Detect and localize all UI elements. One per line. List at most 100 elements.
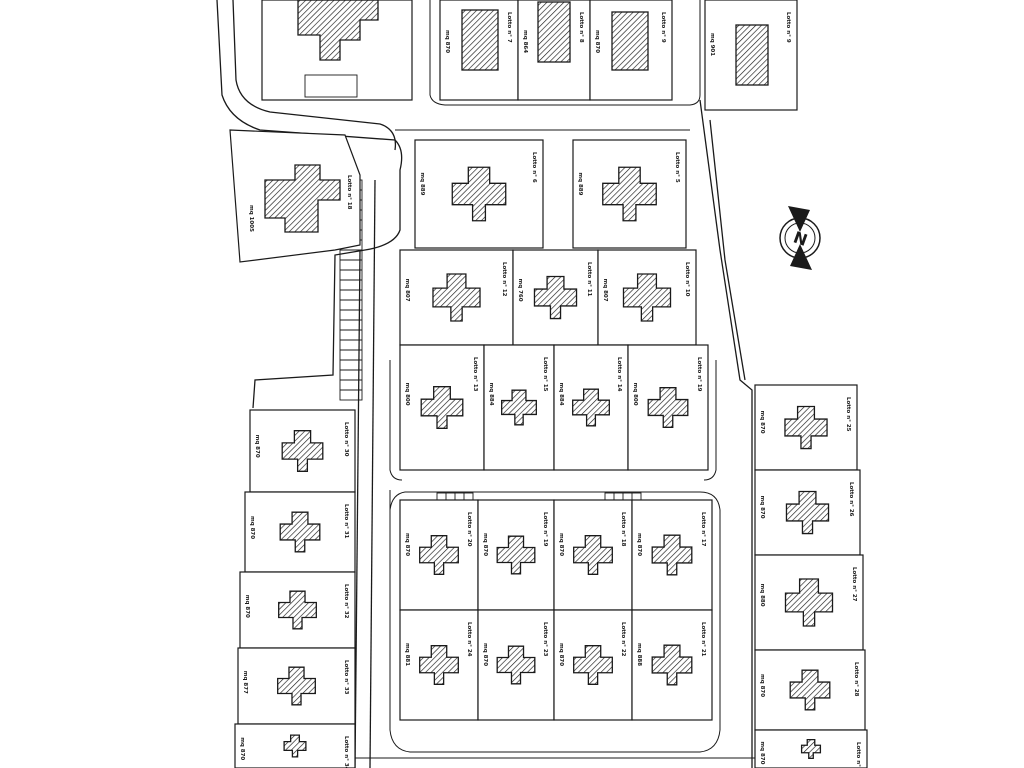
lot-31-label: Lotto n° 31 [343,504,349,539]
lot-24-area: mq 881 [404,643,410,666]
lot-8: Lotto n° 8 mq 864 [517,0,591,101]
lot-34-label: Lotto n° 34 [343,736,349,768]
lot-18-area: mq 1005 [248,205,254,232]
lot-27: Lotto n° 27 mq 880 [754,554,864,651]
lot-18: Lotto n° 18 mq 870 [553,499,633,611]
lot-13-area: mq 800 [404,383,410,406]
lot-18-house [573,535,613,575]
lot-5-house [602,166,657,222]
lot-27-label: Lotto n° 27 [851,567,857,602]
lot-24-house [419,645,459,685]
lot-18-large: mq 1005 Lotto n° 18 [229,129,361,263]
lot-14-label: Lotto n° 14 [616,357,622,392]
lot-22-area: mq 870 [558,643,564,666]
lot-7-area: mq 870 [444,30,450,53]
lot-9a-label: Lotto n° 9 [660,12,666,43]
lot-8-area: mq 864 [522,30,528,53]
lot-6: Lotto n° 6 mq 889 [414,139,544,249]
lot-32-house [278,590,317,630]
lot-10-label: Lotto n° 10 [684,262,690,297]
lot-9b-area: mq 901 [709,33,715,56]
lot-27-area: mq 880 [759,584,765,607]
lot-31-area: mq 870 [249,516,255,539]
lot-32: Lotto n° 32 mq 870 [239,571,356,649]
lot-18-label: Lotto n° 18 [620,512,626,547]
lot-28-area: mq 870 [759,674,765,697]
north-arrow-icon: N [779,206,821,270]
lot-32-label: Lotto n° 32 [343,584,349,619]
lot-31-house [279,511,321,553]
lot-19b-house [496,535,536,575]
lot-17: Lotto n° 17 mq 870 [631,499,713,611]
lot-8-label: Lotto n° 8 [578,12,584,43]
lot-9b: Lotto n° 9 mq 901 [704,0,798,111]
lot-7-house [461,9,499,71]
lot-21-area: mq 888 [636,643,642,666]
lot-22-house [573,645,613,685]
lot-20-house [419,535,459,575]
lot-8-house [537,1,571,63]
lot-12-house [432,273,481,322]
lot-29-house [800,738,822,760]
lot-9a-area: mq 870 [594,30,600,53]
lot-5: Lotto n° 5 mq 889 [572,139,687,249]
lot-9a-house [611,11,649,71]
lot-12-area: mq 807 [404,279,410,302]
lot-15-label: Lotto n° 15 [542,357,548,392]
lot-5-label: Lotto n° 5 [674,152,680,183]
lot-17-area: mq 870 [636,533,642,556]
lot-17-label: Lotto n° 17 [700,512,706,547]
lot-27-house [784,578,834,627]
lot-33-area: mq 877 [242,671,248,694]
lot-23-house [496,645,536,685]
lot-34: Lotto n° 34 mq 870 [234,723,356,768]
lot-23-label: Lotto n° 23 [542,622,548,657]
lot-19-area: mq 800 [632,383,638,406]
lot-32-area: mq 870 [244,595,250,618]
lot-10-area: mq 807 [602,279,608,302]
lot-18-label: Lotto n° 18 [346,175,352,210]
lot-19-house [647,387,689,428]
lot-7-label: Lotto n° 7 [506,12,512,43]
lot-14-house [572,388,610,427]
lot-6-label: Lotto n° 6 [531,152,537,183]
lot-26-area: mq 870 [759,496,765,519]
lot-15-area: mq 884 [488,383,494,406]
lot-21-house [651,644,693,686]
lot-5-area: mq 889 [577,172,583,195]
lot-6-area: mq 889 [419,172,425,195]
lot-19b-area: mq 870 [482,533,488,556]
lot-26-house [785,490,830,535]
lot-19b-label: Lotto n° 19 [542,512,548,547]
lot-7: Lotto n° 7 mq 870 [439,0,519,101]
lot-34-area: mq 870 [239,737,245,760]
existing-building-top-left [261,0,413,101]
lot-9b-label: Lotto n° 9 [785,12,791,43]
lot-25-label: Lotto n° 25 [845,397,851,432]
lot-15: Lotto n° 15 mq 884 [483,344,555,471]
lot-28-label: Lotto n° 28 [853,662,859,697]
lot-28: Lotto n° 28 mq 870 [754,649,866,731]
lot-23: Lotto n° 23 mq 870 [477,609,555,721]
lot-25-house [784,405,828,450]
lot-11-label: Lotto n° 11 [586,262,592,297]
road-network [216,0,755,768]
lot-22-boundary [553,609,633,721]
lot-20-area: mq 870 [404,533,410,556]
lot-6-house [451,166,507,222]
lot-30-house [281,430,324,472]
lot-33-house [277,666,316,706]
lot-11-area: mq 760 [517,279,523,302]
lot-17-house [651,534,693,576]
lot-30-area: mq 870 [254,435,260,458]
lot-18-area: mq 870 [558,533,564,556]
lot-23-area: mq 870 [482,643,488,666]
lot-31: Lotto n° 31 mq 870 [244,491,356,573]
